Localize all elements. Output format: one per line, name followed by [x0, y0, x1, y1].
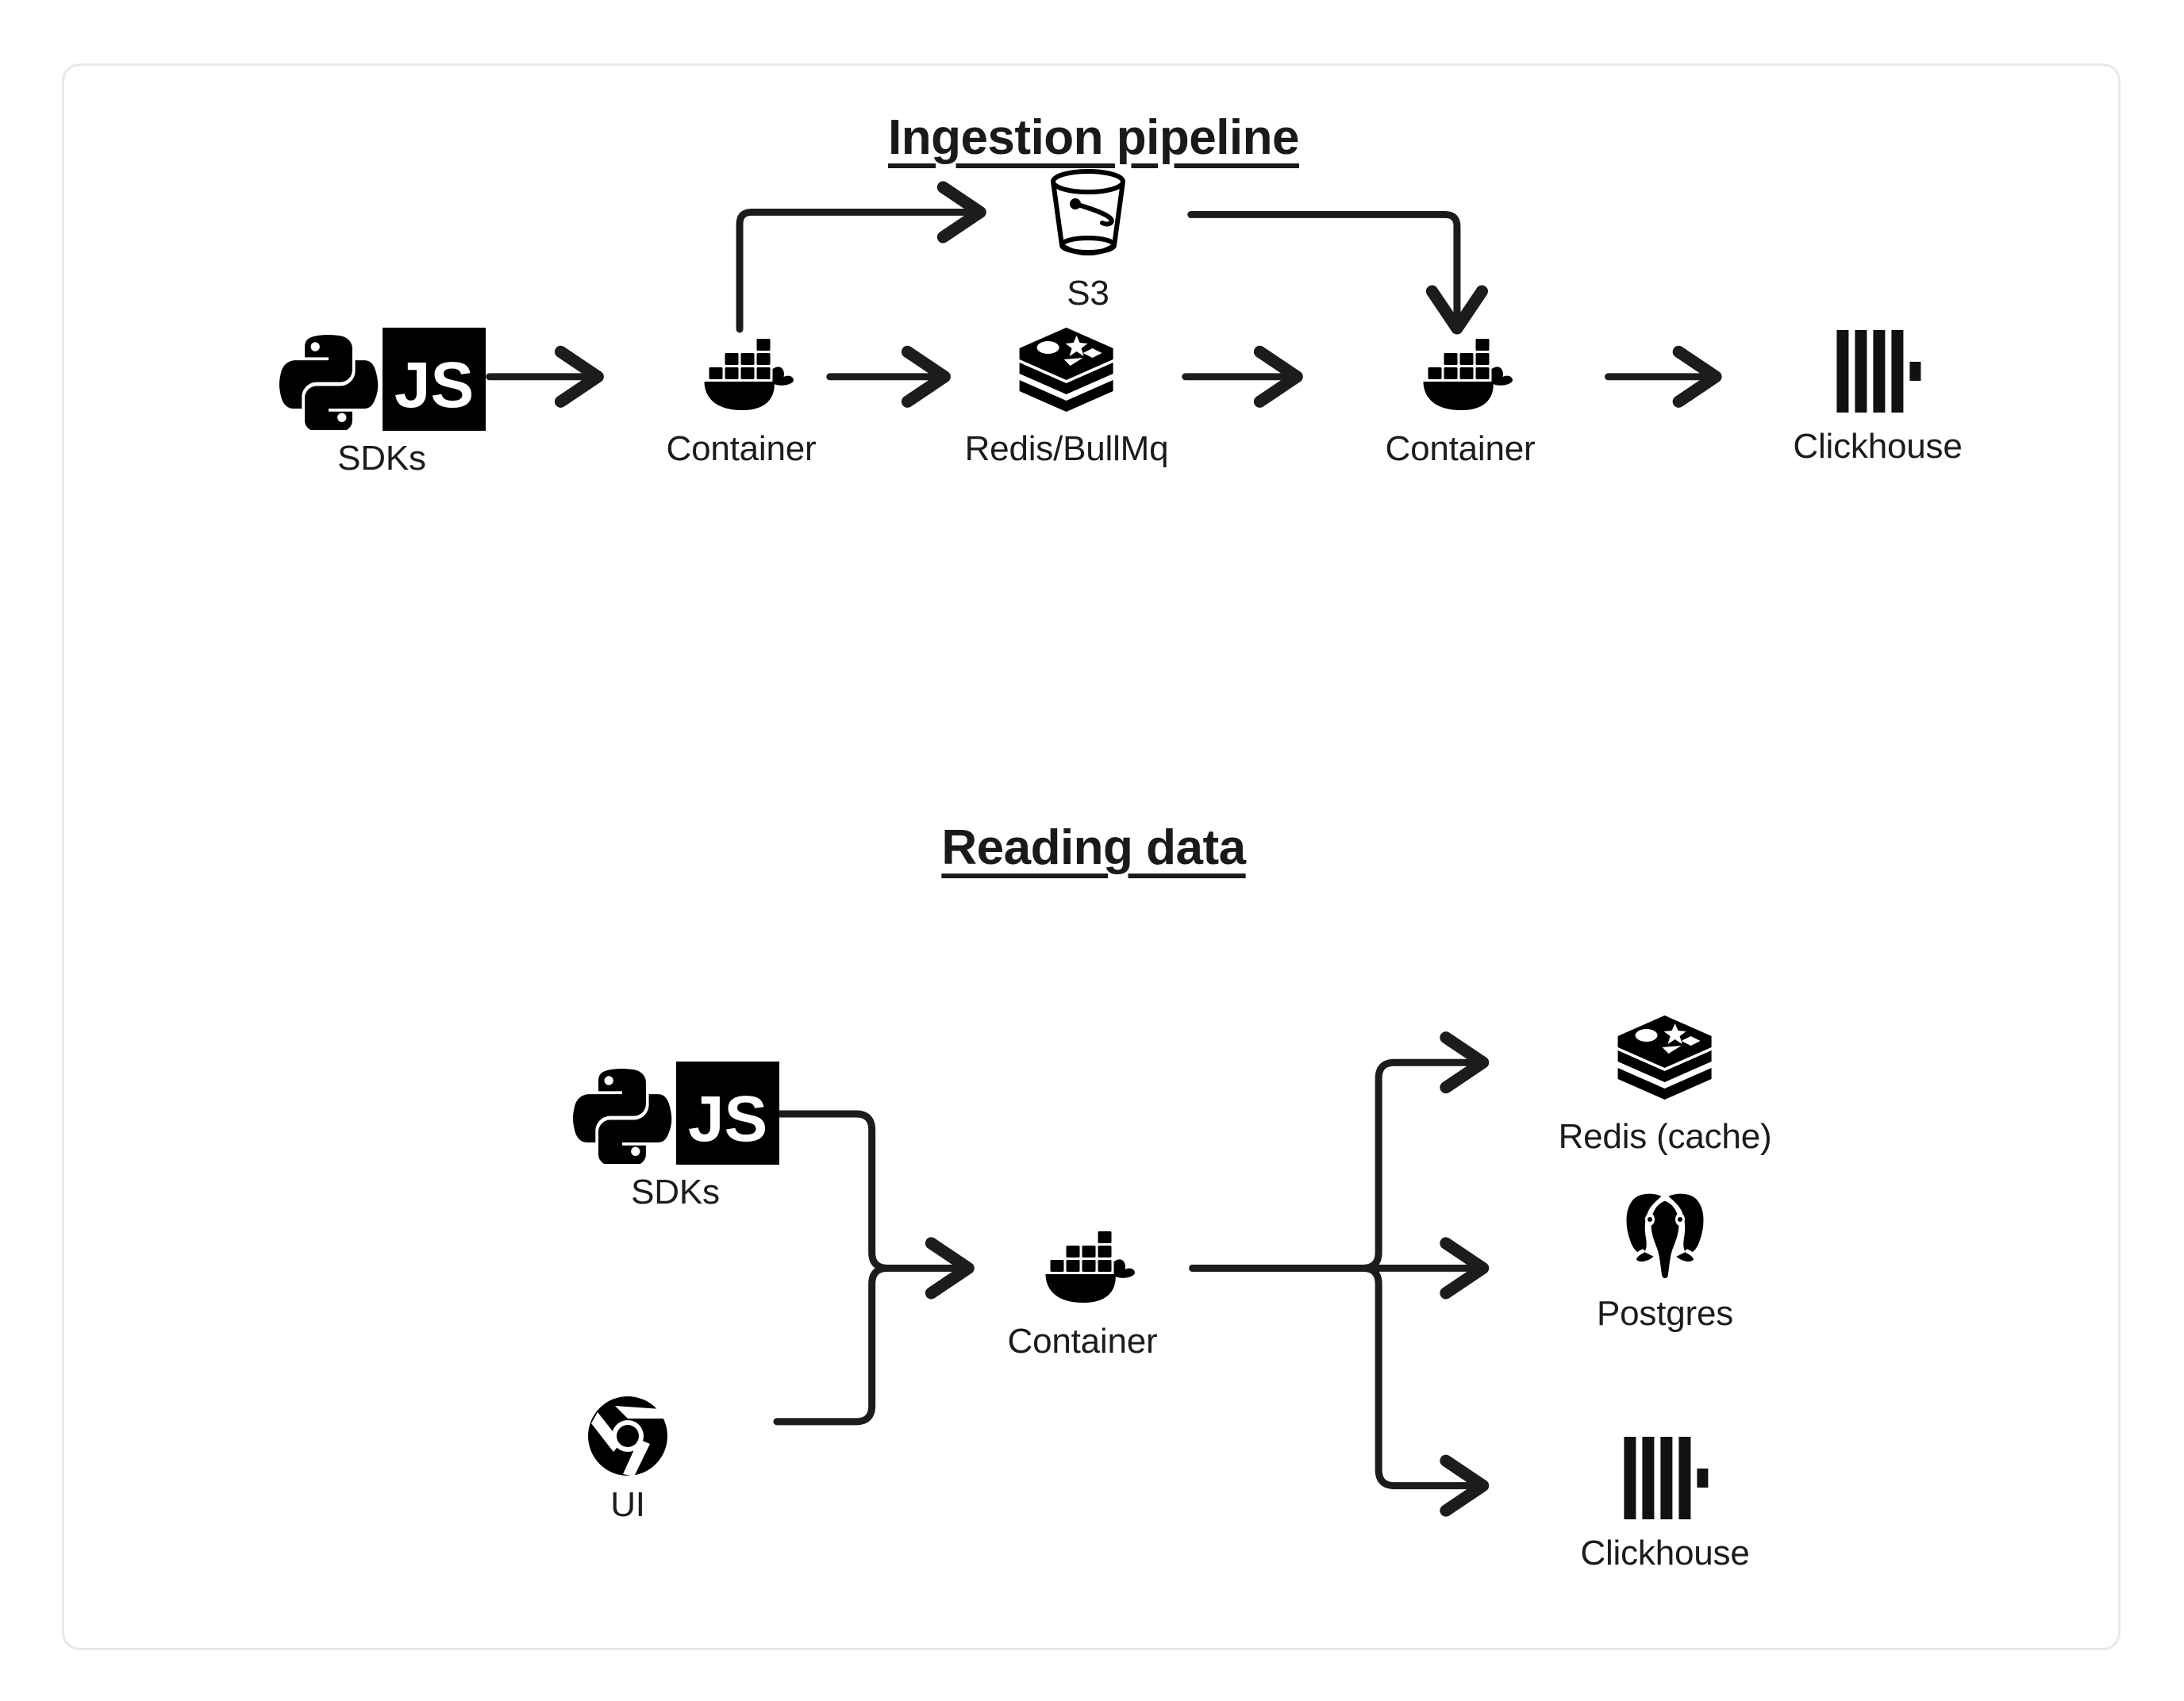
edge-s3-to-container2 [1187, 210, 1488, 335]
node-container-ingestion-2[interactable]: Container [1386, 328, 1536, 469]
node-icons [1405, 328, 1516, 421]
node-icons [1830, 324, 1925, 419]
node-label: SDKs [631, 1173, 720, 1211]
docker-icon [1045, 1231, 1136, 1303]
connectors-layer [486, 181, 1722, 1517]
node-clickhouse-reading[interactable]: Clickhouse [1580, 1430, 1750, 1573]
node-label: Redis/BullMq [964, 429, 1169, 468]
node-label: UI [610, 1485, 645, 1524]
node-redis-bullmq[interactable]: Redis/BullMq [965, 318, 1169, 469]
python-icon [279, 335, 379, 430]
node-s3[interactable]: S3 [1040, 163, 1136, 313]
diagram-card: Ingestion pipeline Reading data JS SDKs [62, 63, 2121, 1650]
bucket-icon [1051, 169, 1125, 255]
node-icons [1613, 1006, 1717, 1109]
edge-container1-to-s3 [736, 181, 986, 333]
node-label: Clickhouse [1793, 427, 1963, 466]
edge-container3-to-redis-cache [1189, 1031, 1490, 1272]
node-ui[interactable]: UI [586, 1395, 669, 1525]
postgres-icon [1622, 1189, 1708, 1282]
node-icons [686, 328, 797, 421]
redis-icon [1618, 1016, 1712, 1100]
python-icon [572, 1069, 672, 1164]
node-icons: JS [571, 1062, 779, 1165]
node-clickhouse-ingestion[interactable]: Clickhouse [1793, 324, 1963, 467]
section-title-ingestion: Ingestion pipeline [887, 110, 1300, 165]
node-icons [1040, 163, 1136, 266]
node-label: S3 [1067, 274, 1109, 313]
redis-icon [1020, 328, 1113, 412]
js-badge-text: JS [394, 349, 475, 421]
node-label: Redis (cache) [1558, 1117, 1772, 1156]
node-sdks-ingestion[interactable]: JS SDKs [278, 328, 486, 478]
node-label: Container [666, 429, 817, 468]
node-container-ingestion-1[interactable]: Container [667, 328, 817, 469]
docker-icon [704, 339, 794, 410]
node-postgres[interactable]: Postgres [1597, 1185, 1733, 1334]
node-label: Postgres [1596, 1294, 1734, 1333]
node-label: Container [1007, 1322, 1158, 1361]
node-label: Container [1385, 429, 1536, 468]
node-icons: JS [278, 328, 486, 431]
docker-icon [1423, 339, 1513, 410]
node-container-reading[interactable]: Container [1008, 1220, 1158, 1361]
node-icons [1027, 1220, 1138, 1314]
node-icons [1617, 1430, 1713, 1526]
node-icons [1015, 318, 1118, 421]
clickhouse-icon [1624, 1437, 1708, 1519]
node-icons [1614, 1185, 1716, 1286]
node-redis-cache[interactable]: Redis (cache) [1559, 1006, 1772, 1157]
chrome-icon [588, 1396, 667, 1476]
javascript-icon: JS [383, 328, 486, 431]
js-badge-text: JS [687, 1083, 768, 1155]
node-sdks-reading[interactable]: JS SDKs [571, 1062, 779, 1212]
node-icons [586, 1395, 669, 1477]
section-title-reading: Reading data [941, 820, 1246, 875]
edge-container3-to-clickhouse2 [1189, 1264, 1490, 1517]
edge-ui-to-container3 [773, 1264, 971, 1426]
javascript-icon: JS [676, 1062, 779, 1165]
edge-sdks2-to-container3 [773, 1110, 975, 1300]
node-label: SDKs [337, 439, 426, 478]
node-label: Clickhouse [1580, 1534, 1750, 1572]
clickhouse-icon [1836, 330, 1921, 413]
